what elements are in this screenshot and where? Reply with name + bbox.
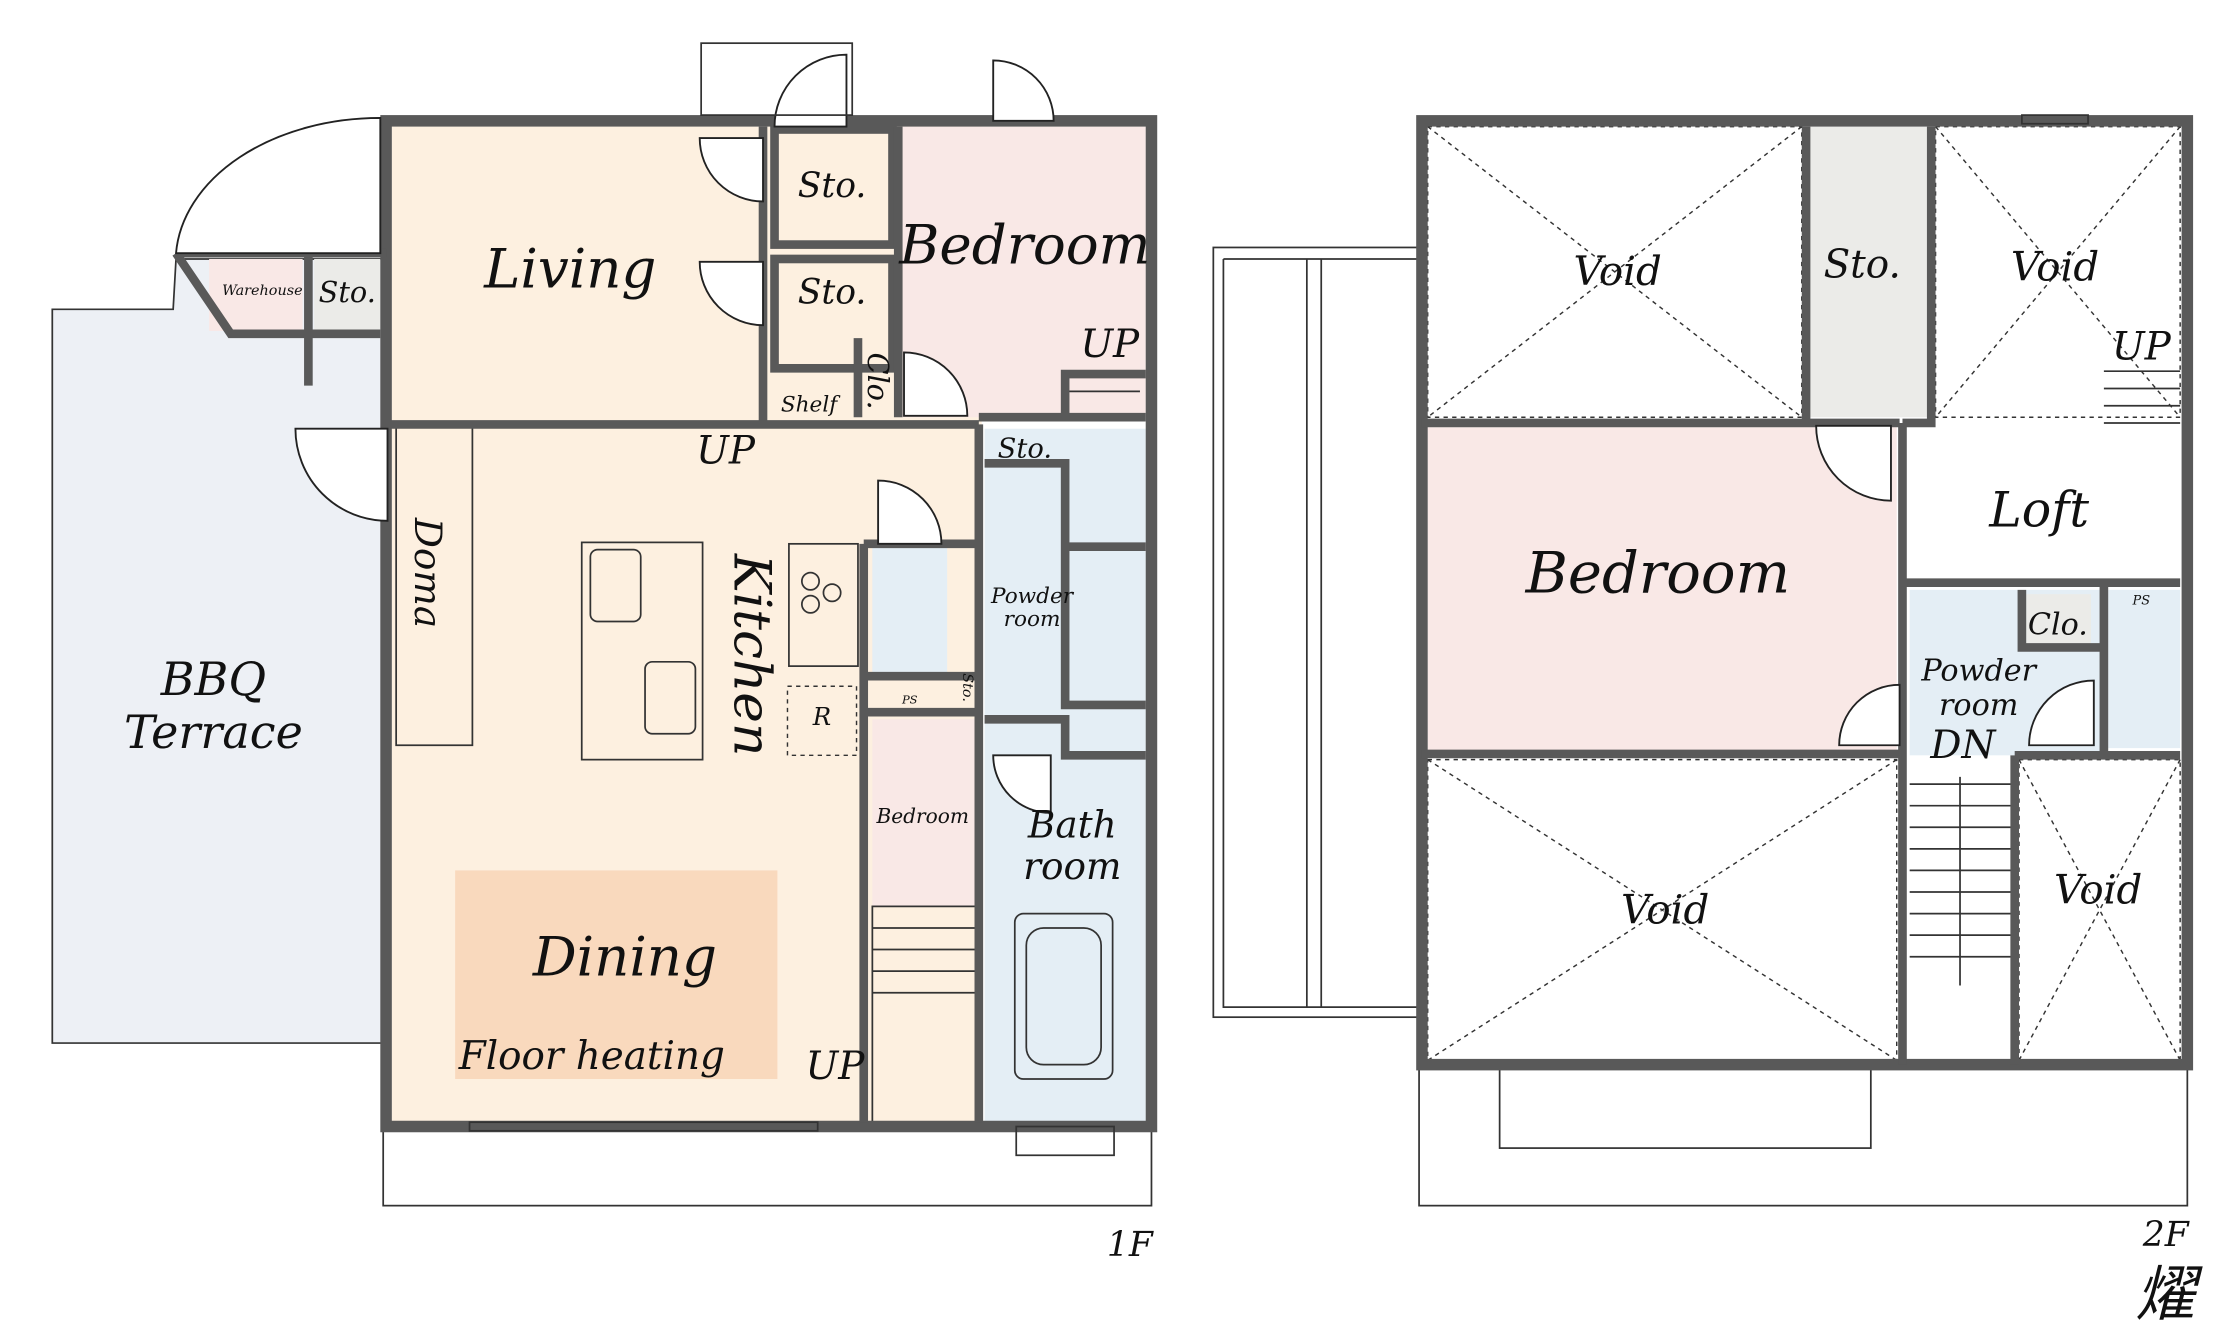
floor-2: Void Void Void Void Sto. UP Bedroom Loft…	[1212, 114, 2194, 1255]
room-label-clo: Clo.	[2028, 607, 2088, 642]
lower-roof	[1418, 1063, 2189, 1207]
window-1f	[468, 1121, 819, 1132]
up-label: UP	[806, 1044, 866, 1089]
room-label-bbq: BBQ	[160, 652, 266, 706]
floor-label-2f: 2F	[2142, 1215, 2190, 1255]
entrance-porch	[700, 42, 854, 116]
burner-icon	[822, 583, 842, 603]
door-icon	[992, 59, 1055, 122]
up-label: UP	[696, 428, 756, 473]
door-icon	[903, 351, 969, 417]
up-label: UP	[1080, 322, 1140, 367]
stairs-lines	[872, 373, 1140, 994]
stove-icon	[788, 542, 859, 667]
room-label-bath: room	[1023, 844, 1121, 888]
room-label-powder: room	[1004, 607, 1061, 632]
room-label-clo: Clo.	[861, 352, 895, 409]
room-label-void: Void	[1573, 249, 1661, 295]
room-label-bedroom-small: Bedroom	[875, 804, 969, 828]
dn-label: DN	[1929, 723, 1997, 768]
room-label-dining: Dining	[532, 924, 717, 988]
door-icon	[698, 260, 764, 327]
sto-2f-area	[1810, 126, 1929, 418]
bathtub-inner	[1025, 927, 1102, 1066]
room-label-bath: Bath	[1027, 802, 1117, 846]
room-label-bedroom: Bedroom	[1525, 540, 1790, 607]
room-label-shelf: Shelf	[781, 392, 841, 417]
burner-icon	[800, 594, 820, 614]
room-label-sto: Sto.	[998, 434, 1052, 465]
room-label-void: Void	[2054, 868, 2142, 914]
warehouse-sto-area	[314, 258, 381, 331]
bedroom-small-area	[872, 719, 976, 907]
door-icon	[175, 117, 382, 255]
floor-heating-label: Floor heating	[458, 1034, 725, 1079]
toilet-2f-area	[2108, 589, 2181, 749]
sink-icon	[589, 548, 642, 623]
room-label-sto: Sto.	[319, 275, 376, 309]
room-label-sto: Sto.	[959, 673, 975, 702]
logo: 燿	[2136, 1260, 2204, 1330]
floor-1: Living Bedroom Sto. Sto. Sto. Sto. Wareh…	[51, 42, 1158, 1265]
room-label-sto: Sto.	[798, 273, 867, 313]
dining-floor-heating	[455, 870, 778, 1080]
room-label-powder: Powder	[1920, 654, 2037, 689]
sink-icon	[644, 660, 697, 735]
door-icon	[773, 53, 848, 128]
room-label-sto: Sto.	[1824, 243, 1901, 288]
up-label: UP	[2112, 325, 2172, 370]
room-label-ps: PS	[901, 693, 918, 707]
room-label-ps: PS	[2132, 593, 2151, 608]
door-icon	[1815, 424, 1892, 502]
burner-icon	[800, 571, 820, 591]
room-label-kitchen: Kitchen	[721, 553, 781, 756]
bathtub-icon	[1013, 912, 1114, 1080]
floor-label-1f: 1F	[1107, 1225, 1154, 1265]
room-label-void: Void	[2011, 245, 2099, 291]
door-icon	[2028, 679, 2095, 747]
door-icon	[294, 427, 389, 522]
room-label-loft: Loft	[1988, 482, 2089, 539]
room-label-living: Living	[483, 237, 656, 301]
window-2f	[1498, 1063, 1872, 1149]
outer-wall-2f	[1416, 115, 2194, 1071]
room-label-doma: Doma	[406, 517, 450, 628]
kitchen-island	[580, 541, 704, 761]
door-icon	[1838, 683, 1901, 747]
room-label-powder: room	[1939, 688, 2018, 723]
interior-walls-2f	[1421, 126, 2181, 1065]
toilet-area	[872, 543, 948, 674]
room-label-powder: Powder	[990, 584, 1075, 609]
sto-2	[770, 254, 897, 373]
door-icon	[877, 479, 943, 545]
window-bath	[1015, 1125, 1115, 1157]
room-label-sto: Sto.	[798, 166, 867, 206]
door-icon	[698, 137, 764, 203]
balcony	[1212, 246, 1423, 1019]
room-label-void: Void	[1621, 888, 1709, 934]
door-icon	[992, 754, 1052, 814]
balcony-rails	[1222, 258, 1422, 1008]
clo-2f-area	[2026, 594, 2091, 645]
bedroom-2f-area	[1427, 427, 1897, 752]
lower-deck	[382, 1125, 1153, 1207]
outer-wall-1f	[380, 115, 1158, 1133]
room-label-bbq: Terrace	[124, 705, 303, 759]
refrigerator-label: R	[812, 702, 831, 731]
sto-1	[770, 125, 897, 249]
window-top-2f	[2021, 114, 2089, 125]
room-label-warehouse: Warehouse	[222, 283, 303, 299]
room-label-bedroom: Bedroom	[898, 212, 1150, 276]
